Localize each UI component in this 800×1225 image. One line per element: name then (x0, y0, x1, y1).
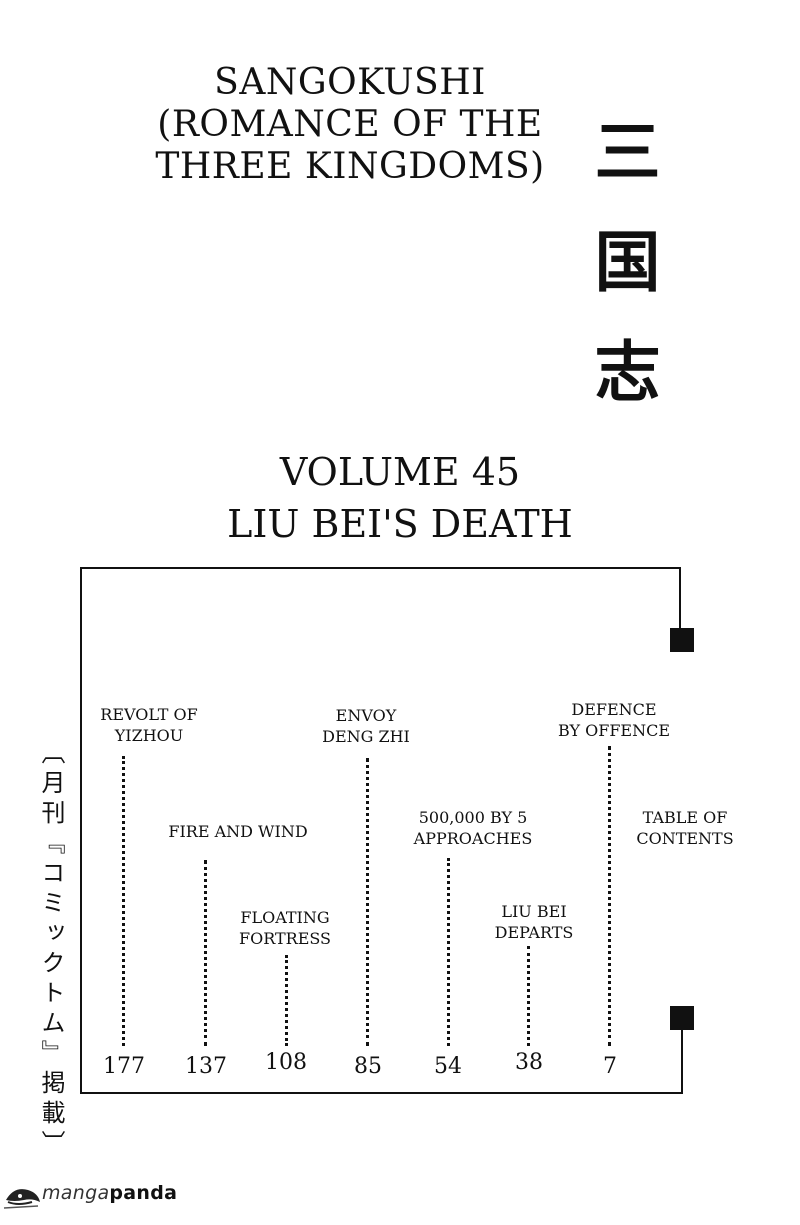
chapter-label-line: FIRE AND WIND (168, 822, 308, 841)
chapter-leader-dots (122, 756, 125, 1046)
watermark-text-manga: manga (42, 1182, 110, 1204)
chapter-label: FIRE AND WIND (158, 821, 318, 842)
volume-subtitle: LIU BEI'S DEATH (227, 502, 573, 546)
chapter-label-line: YIZHOU (114, 726, 184, 745)
chapter-page-number: 85 (354, 1054, 382, 1079)
mangapanda-watermark: mangapanda (2, 1180, 192, 1220)
chapter-label-line: DENG ZHI (322, 727, 410, 746)
title-line-1: SANGOKUSHI (214, 62, 486, 103)
chapter-page-number: 177 (103, 1054, 145, 1079)
chapter-label-line: REVOLT OF (100, 705, 198, 724)
frame-top-line (80, 567, 681, 569)
chapter-page-number: 137 (185, 1054, 227, 1079)
chapter-label-line: BY OFFENCE (557, 721, 671, 740)
chapter-leader-dots (366, 758, 369, 1046)
chapter-leader-dots (285, 955, 288, 1046)
chapter-page-number: 108 (265, 1050, 307, 1075)
chapter-label: 500,000 BY 5 APPROACHES (402, 807, 544, 849)
volume-number: VOLUME 45 (279, 450, 521, 494)
frame-left-line (80, 567, 82, 1094)
panda-logo-icon (3, 1189, 40, 1209)
chapter-leader-dots (447, 858, 450, 1046)
volume-heading: VOLUME 45 LIU BEI'S DEATH (200, 446, 600, 550)
frame-bottom-line (80, 1092, 683, 1094)
chapter-label: DEFENCE BY OFFENCE (548, 699, 680, 741)
chapter-label: ENVOY DENG ZHI (306, 705, 426, 747)
chapter-leader-dots (608, 746, 611, 1046)
watermark-text-panda: panda (109, 1182, 178, 1204)
chapter-label-line: LIU BEI (501, 902, 567, 921)
kanji-char-2: 国 (594, 224, 661, 301)
title-line-3: THREE KINGDOMS) (155, 146, 545, 187)
chapter-leader-dots (527, 946, 530, 1046)
chapter-label-line: ENVOY (335, 706, 397, 725)
frame-right-top-line (679, 567, 681, 632)
table-of-contents-label: TABLE OF CONTENTS (622, 807, 748, 849)
serialization-note: 〔月刊『コミックトム』掲載〕 (37, 740, 65, 1160)
frame-square-bottom (670, 1006, 694, 1030)
frame-square-top (670, 628, 694, 652)
toc-label-line: CONTENTS (636, 829, 734, 848)
chapter-label: REVOLT OF YIZHOU (86, 704, 212, 746)
chapter-label-line: DEPARTS (494, 923, 574, 942)
chapter-label: FLOATING FORTRESS (226, 907, 344, 949)
kanji-title: 三 国 志 (590, 98, 665, 428)
chapter-page-number: 7 (603, 1054, 617, 1079)
title-line-2: (ROMANCE OF THE (157, 104, 543, 145)
watermark-text: mangapanda (42, 1182, 177, 1204)
chapter-label-line: 500,000 BY 5 (418, 808, 528, 827)
kanji-char-3: 志 (594, 334, 661, 411)
chapter-label-line: FLOATING (240, 908, 330, 927)
book-title: SANGOKUSHI (ROMANCE OF THE THREE KINGDOM… (150, 62, 550, 188)
chapter-label-line: APPROACHES (413, 829, 533, 848)
chapter-page-number: 38 (515, 1050, 543, 1075)
chapter-leader-dots (204, 860, 207, 1046)
chapter-label-line: FORTRESS (238, 929, 332, 948)
chapter-label: LIU BEI DEPARTS (482, 901, 586, 943)
toc-label-line: TABLE OF (642, 808, 728, 827)
chapter-page-number: 54 (434, 1054, 462, 1079)
frame-right-bottom-line (681, 1025, 683, 1094)
kanji-char-1: 三 (594, 114, 661, 191)
chapter-label-line: DEFENCE (571, 700, 657, 719)
